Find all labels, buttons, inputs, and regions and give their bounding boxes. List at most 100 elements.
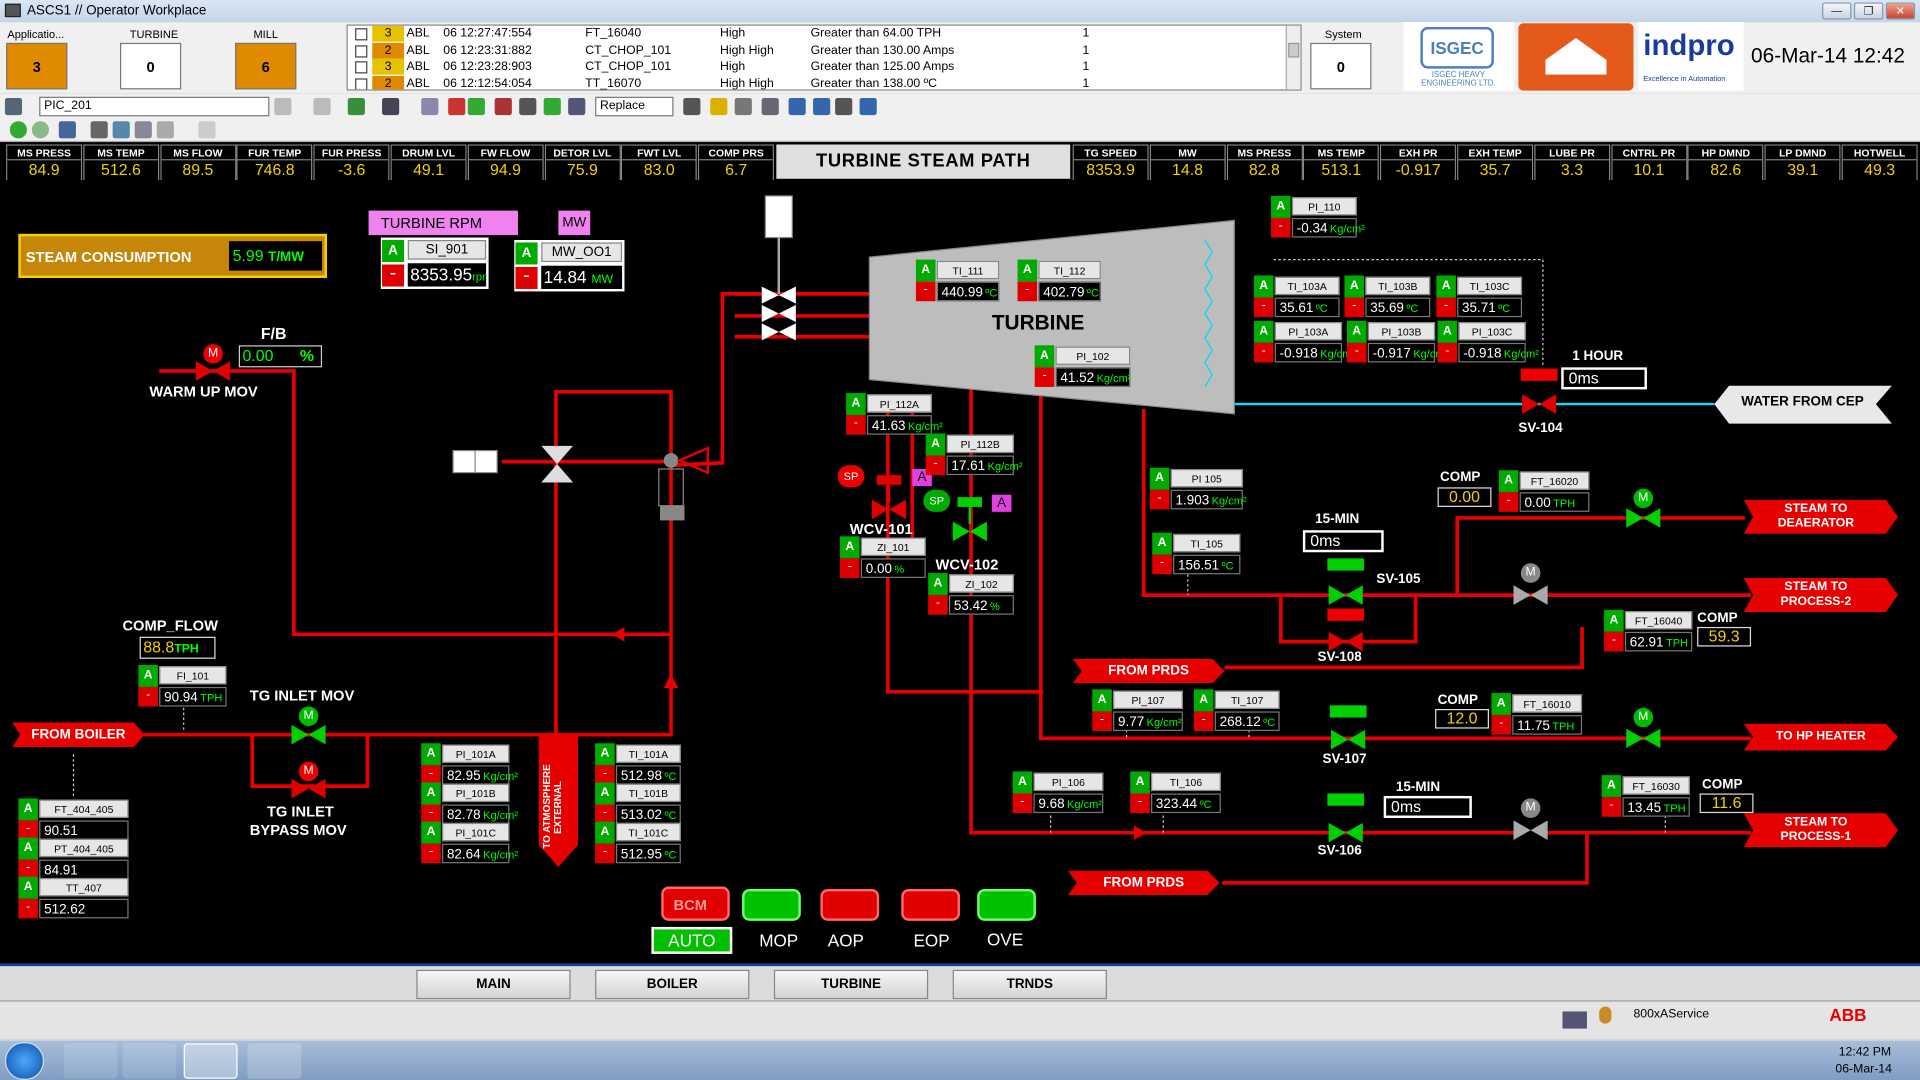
alarm-ack-checkbox[interactable] — [355, 61, 368, 74]
system-alarm-count[interactable]: 0 — [1310, 42, 1372, 90]
sv-108-valve[interactable] — [1328, 631, 1363, 652]
help-icon[interactable] — [788, 97, 806, 116]
explorer-folder-icon[interactable] — [122, 1043, 177, 1079]
comp-process2-value[interactable]: 59.3 — [1697, 626, 1752, 647]
close-view-icon[interactable] — [835, 97, 853, 116]
tg-inlet-bypass-mov-valve[interactable] — [291, 778, 326, 799]
tool-icon[interactable] — [156, 121, 174, 139]
comp-hp-heater-value[interactable]: 12.0 — [1435, 708, 1489, 729]
comp-deaerator-value[interactable]: 0.00 — [1437, 487, 1492, 507]
mop-pump-icon[interactable] — [742, 888, 801, 921]
from-prds-arrow-1[interactable]: FROM PRDS — [1072, 658, 1225, 684]
forward-icon[interactable] — [31, 121, 49, 139]
doc-icon[interactable] — [568, 97, 586, 116]
mw-faceplate[interactable]: A - MW_OO1 14.84 MW — [514, 240, 625, 292]
replace-select[interactable]: Replace — [595, 96, 674, 117]
eop-pump-icon[interactable] — [901, 888, 961, 921]
alarm-ack-checkbox[interactable] — [355, 77, 368, 90]
user-icon[interactable] — [1599, 1006, 1612, 1024]
start-button-icon[interactable] — [4, 1042, 45, 1080]
warm-up-mov-motor-icon[interactable]: M — [203, 344, 223, 364]
steam-to-process2-arrow[interactable]: STEAM TO PROCESS-2 — [1743, 577, 1898, 613]
window-icon[interactable] — [761, 97, 779, 116]
process1-motor-icon[interactable]: M — [1520, 798, 1541, 818]
alarm-icon[interactable] — [494, 97, 512, 116]
operator-workplace-taskbar-icon[interactable] — [183, 1043, 238, 1079]
restore-button[interactable]: ❐ — [1853, 2, 1884, 20]
view-icon[interactable] — [198, 121, 216, 139]
wcv-102-valve[interactable] — [952, 495, 987, 544]
printer-icon[interactable] — [734, 97, 752, 116]
toolbar-icon-b[interactable] — [313, 97, 331, 116]
stop-valve[interactable] — [541, 445, 574, 483]
taskbar-date[interactable]: 06-Mar-14 — [1835, 1062, 1892, 1077]
minimize-button[interactable]: — — [1822, 2, 1852, 20]
process2-motor-icon[interactable]: M — [1520, 563, 1541, 583]
tag-cell[interactable]: FUR PRESS-3.6 — [313, 144, 390, 181]
hp-heater-motor-icon[interactable]: M — [1633, 707, 1654, 728]
deaerator-motor-icon[interactable]: M — [1633, 488, 1654, 509]
list-icon-green[interactable] — [467, 97, 485, 116]
governor-valves[interactable] — [761, 286, 796, 341]
save-icon[interactable] — [90, 121, 108, 139]
object-name-input[interactable]: PIC_201 — [39, 96, 270, 117]
wcv-101-setpoint-badge[interactable]: SP — [837, 465, 865, 488]
nav-boiler-button[interactable]: BOILER — [595, 969, 750, 1000]
sv-105-timer[interactable]: 0ms — [1302, 530, 1384, 553]
bcm-pump-icon[interactable]: BCM — [661, 886, 730, 921]
list-icon-red[interactable] — [448, 97, 466, 116]
taskbar-time[interactable]: 12:42 PM — [1838, 1045, 1892, 1060]
user-name[interactable]: 800xAService — [1633, 1007, 1710, 1022]
paint-icon[interactable] — [247, 1043, 302, 1079]
from-boiler-arrow[interactable]: FROM BOILER — [12, 722, 145, 747]
process1-mov-valve[interactable] — [1513, 820, 1548, 841]
expand-icon[interactable] — [859, 97, 877, 116]
steam-to-deaerator-arrow[interactable]: STEAM TO DEAERATOR — [1743, 499, 1898, 534]
sv-106-timer[interactable]: 0ms — [1383, 795, 1472, 818]
sv-104-timer[interactable]: 0ms — [1561, 367, 1647, 390]
find-icon[interactable] — [421, 97, 439, 116]
comp-flow-value-box[interactable]: 88.8TPH — [139, 636, 216, 659]
turbine-alarm-count[interactable]: 0 — [120, 42, 182, 90]
sheet-icon[interactable] — [543, 97, 561, 116]
alarm-ack-checkbox[interactable] — [355, 44, 368, 57]
deaerator-mov-valve[interactable] — [1626, 508, 1661, 528]
sv-107-valve[interactable] — [1331, 729, 1366, 750]
object-type-icon[interactable] — [4, 97, 23, 116]
from-prds-arrow-2[interactable]: FROM PRDS — [1067, 870, 1220, 896]
application-alarm-count[interactable]: 3 — [6, 42, 68, 90]
turbine-rpm-faceplate[interactable]: A - SI_901 8353.95rpm — [380, 237, 489, 289]
